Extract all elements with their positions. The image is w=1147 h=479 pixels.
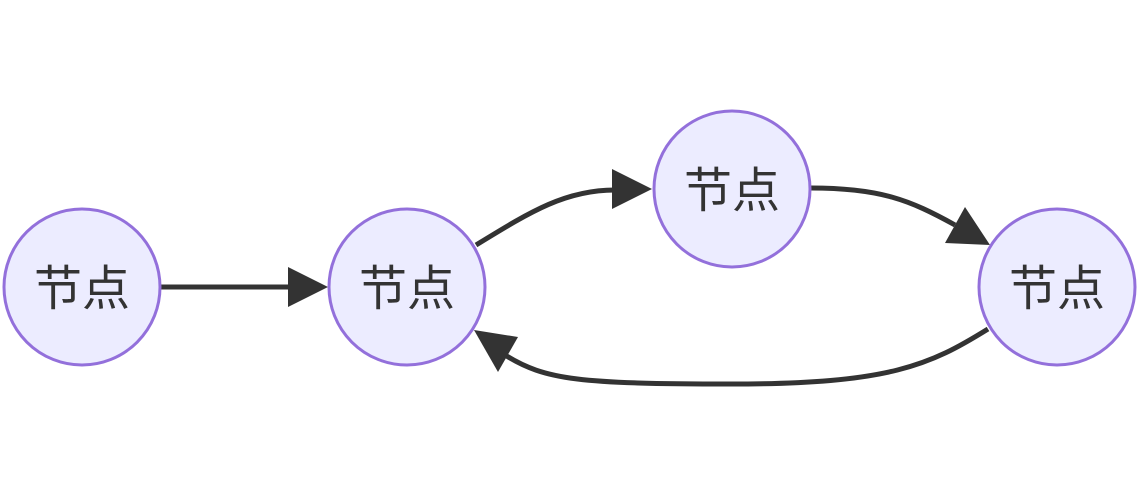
node-c[interactable]: 节点 bbox=[652, 109, 812, 269]
edge-d-to-b bbox=[503, 326, 990, 387]
arrowhead-b-to-c bbox=[612, 169, 652, 209]
node-d-label: 节点 bbox=[1009, 261, 1105, 317]
node-a[interactable]: 节点 bbox=[2, 207, 162, 367]
node-d[interactable]: 节点 bbox=[977, 207, 1137, 367]
node-a-label: 节点 bbox=[34, 261, 130, 317]
node-b-label: 节点 bbox=[359, 261, 455, 317]
node-b[interactable]: 节点 bbox=[327, 207, 487, 367]
arrowhead-d-to-b bbox=[474, 330, 518, 372]
edge-c-to-d bbox=[810, 185, 957, 228]
arrowhead-c-to-d bbox=[945, 207, 990, 245]
edge-b-to-c bbox=[474, 187, 616, 248]
arrowhead-a-to-b bbox=[288, 267, 328, 307]
node-c-label: 节点 bbox=[684, 163, 780, 219]
